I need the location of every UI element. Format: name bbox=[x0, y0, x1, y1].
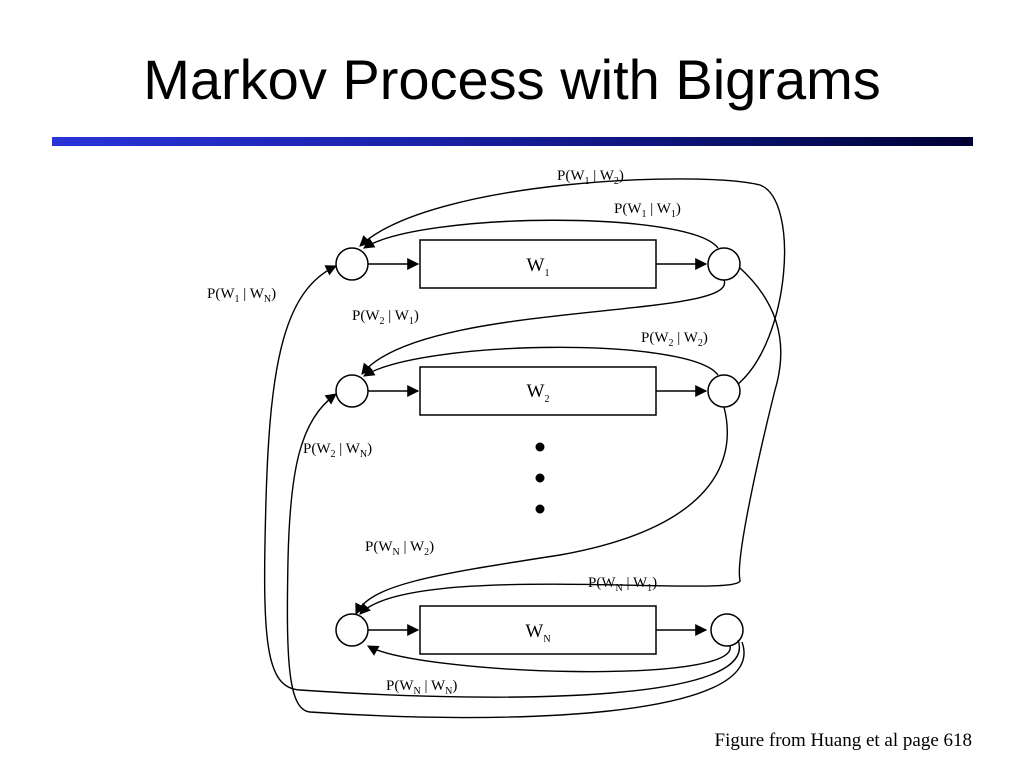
label-p-w1-w1: P(W1 | W1) bbox=[614, 201, 681, 220]
figure-caption: Figure from Huang et al page 618 bbox=[714, 730, 972, 751]
transition-wn-to-w2 bbox=[286, 393, 745, 719]
ellipsis-dot bbox=[535, 473, 545, 483]
slide-title: Markov Process with Bigrams bbox=[143, 48, 881, 111]
transition-w1-to-w2 bbox=[361, 279, 725, 375]
w2-state-label: W2 bbox=[527, 381, 550, 405]
label-p-w2-wn: P(W2 | WN) bbox=[303, 441, 372, 460]
markov-diagram-svg: W1 W2 WN P(W1 | W2) P(W1 | W1) P(W1 | WN… bbox=[207, 168, 786, 719]
wn-output-node bbox=[710, 613, 744, 647]
transition-w1-to-w1 bbox=[363, 219, 719, 249]
title-divider bbox=[52, 137, 973, 146]
transition-w2-to-w1 bbox=[359, 178, 786, 385]
wn-input-node bbox=[335, 613, 369, 647]
transition-w2-to-wn bbox=[355, 406, 728, 616]
transition-w2-to-w2 bbox=[363, 346, 719, 377]
w1-output-node bbox=[707, 247, 741, 281]
w2-state-box bbox=[419, 366, 657, 416]
label-p-w1-w2: P(W1 | W2) bbox=[557, 168, 624, 187]
transition-w1-to-wn bbox=[359, 267, 782, 615]
w1-state-label: W1 bbox=[527, 255, 550, 279]
label-p-w2-w1: P(W2 | W1) bbox=[352, 308, 419, 327]
transition-wn-to-wn bbox=[367, 645, 731, 673]
transition-wn-to-w1 bbox=[263, 265, 741, 698]
label-p-wn-w1: P(WN | W1) bbox=[588, 575, 657, 594]
w1-input-node bbox=[335, 247, 369, 281]
w2-output-node bbox=[707, 374, 741, 408]
label-p-w1-wn: P(W1 | WN) bbox=[207, 286, 276, 305]
wn-state-label: WN bbox=[525, 621, 550, 645]
label-p-wn-w2: P(WN | W2) bbox=[365, 539, 434, 558]
ellipsis-dot bbox=[535, 504, 545, 514]
ellipsis-dot bbox=[535, 442, 545, 452]
label-p-w2-w2: P(W2 | W2) bbox=[641, 330, 708, 349]
wn-state-box bbox=[419, 605, 657, 655]
markov-diagram: W1 W2 WN P(W1 | W2) P(W1 | W1) P(W1 | WN… bbox=[200, 158, 790, 733]
w2-input-node bbox=[335, 374, 369, 408]
label-p-wn-wn: P(WN | WN) bbox=[386, 678, 457, 697]
